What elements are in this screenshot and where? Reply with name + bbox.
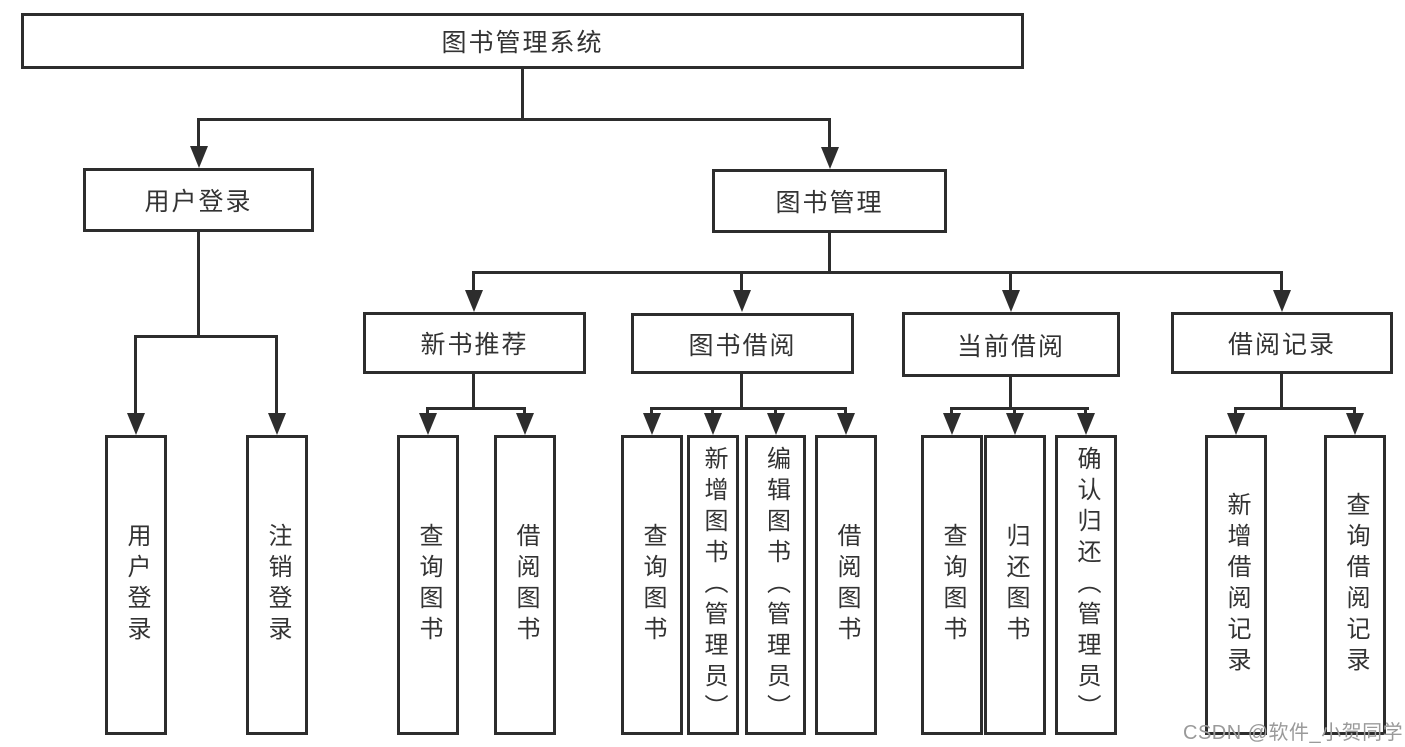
node-label: 归还图书 <box>1002 523 1029 647</box>
node-label: 图书管理 <box>775 189 884 217</box>
connector-line <box>197 232 200 338</box>
leaf-user-login: 用户登录 <box>105 435 167 735</box>
arrow-down-icon <box>821 147 839 169</box>
connector-line <box>1009 377 1012 410</box>
arrow-down-icon <box>643 413 661 435</box>
node-label: 用户登录 <box>123 523 150 647</box>
connector-line <box>275 335 278 419</box>
node-library-management-system: 图书管理系统 <box>21 13 1024 69</box>
arrow-down-icon <box>943 413 961 435</box>
arrow-down-icon <box>1006 413 1024 435</box>
connector-line <box>1280 271 1283 293</box>
leaf-add-borrow-record: 新增借阅记录 <box>1205 435 1267 735</box>
arrow-down-icon <box>767 413 785 435</box>
node-book-borrowing: 图书借阅 <box>631 313 854 374</box>
connector-line <box>472 271 1283 274</box>
node-label: 图书管理系统 <box>441 29 604 57</box>
connector-line <box>134 335 137 419</box>
arrow-down-icon <box>837 413 855 435</box>
arrow-down-icon <box>516 413 534 435</box>
connector-line <box>134 335 278 338</box>
connector-line <box>1234 407 1356 410</box>
node-label: 借阅图书 <box>833 523 860 647</box>
connector-line <box>472 374 475 410</box>
connector-line <box>521 69 524 121</box>
arrow-down-icon <box>190 146 208 168</box>
arrow-down-icon <box>1346 413 1364 435</box>
node-label: 当前借阅 <box>956 332 1065 361</box>
node-label: 查询图书 <box>415 523 442 647</box>
node-label: 查询图书 <box>939 523 966 647</box>
node-label: 查询借阅记录 <box>1342 492 1369 678</box>
node-label: 注销登录 <box>264 523 291 647</box>
node-label: 确认归还（管理员） <box>1073 445 1100 725</box>
node-label: 借阅记录 <box>1227 331 1336 359</box>
leaf-query-books-current: 查询图书 <box>921 435 983 735</box>
leaf-borrow-books: 借阅图书 <box>815 435 877 735</box>
connector-line <box>1280 374 1283 410</box>
node-label: 用户登录 <box>144 188 253 216</box>
arrow-down-icon <box>1227 413 1245 435</box>
arrow-down-icon <box>465 290 483 312</box>
connector-line <box>197 118 200 150</box>
connector-line <box>650 407 847 410</box>
leaf-return-books: 归还图书 <box>984 435 1046 735</box>
node-label: 新增借阅记录 <box>1223 492 1250 678</box>
node-label: 新书推荐 <box>420 331 529 359</box>
arrow-down-icon <box>704 413 722 435</box>
leaf-query-borrow-record: 查询借阅记录 <box>1324 435 1386 735</box>
arrow-down-icon <box>1002 290 1020 312</box>
arrow-down-icon <box>268 413 286 435</box>
arrow-down-icon <box>127 413 145 435</box>
node-label: 新增图书（管理员） <box>700 445 727 725</box>
connector-line <box>828 118 831 150</box>
arrow-down-icon <box>1077 413 1095 435</box>
leaf-add-books-admin: 新增图书（管理员） <box>687 435 739 735</box>
leaf-logout: 注销登录 <box>246 435 308 735</box>
node-current-borrowing: 当前借阅 <box>902 312 1120 377</box>
node-label: 编辑图书（管理员） <box>762 445 790 725</box>
leaf-query-books-recommend: 查询图书 <box>397 435 459 735</box>
connector-line <box>1009 271 1012 293</box>
leaf-query-books-borrowing: 查询图书 <box>621 435 683 735</box>
connector-line <box>197 118 831 121</box>
arrow-down-icon <box>419 413 437 435</box>
node-label: 图书借阅 <box>688 331 797 360</box>
arrow-down-icon <box>733 290 751 312</box>
node-label: 查询图书 <box>639 523 666 647</box>
connector-line <box>426 407 526 410</box>
leaf-borrow-books-recommend: 借阅图书 <box>494 435 556 735</box>
connector-line <box>828 233 831 274</box>
node-label: 借阅图书 <box>512 523 539 647</box>
node-book-management: 图书管理 <box>712 169 947 233</box>
connector-line <box>472 271 475 293</box>
node-new-book-recommendation: 新书推荐 <box>363 312 586 374</box>
leaf-edit-books-admin: 编辑图书（管理员） <box>745 435 806 735</box>
connector-line <box>740 271 743 293</box>
node-borrowing-records: 借阅记录 <box>1171 312 1393 374</box>
node-user-login-group: 用户登录 <box>83 168 314 232</box>
csdn-watermark: CSDN @软件_小贺同学 <box>1183 722 1404 744</box>
connector-line <box>950 407 1089 410</box>
leaf-confirm-return-admin: 确认归还（管理员） <box>1055 435 1117 735</box>
arrow-down-icon <box>1273 290 1291 312</box>
connector-line <box>740 374 743 410</box>
